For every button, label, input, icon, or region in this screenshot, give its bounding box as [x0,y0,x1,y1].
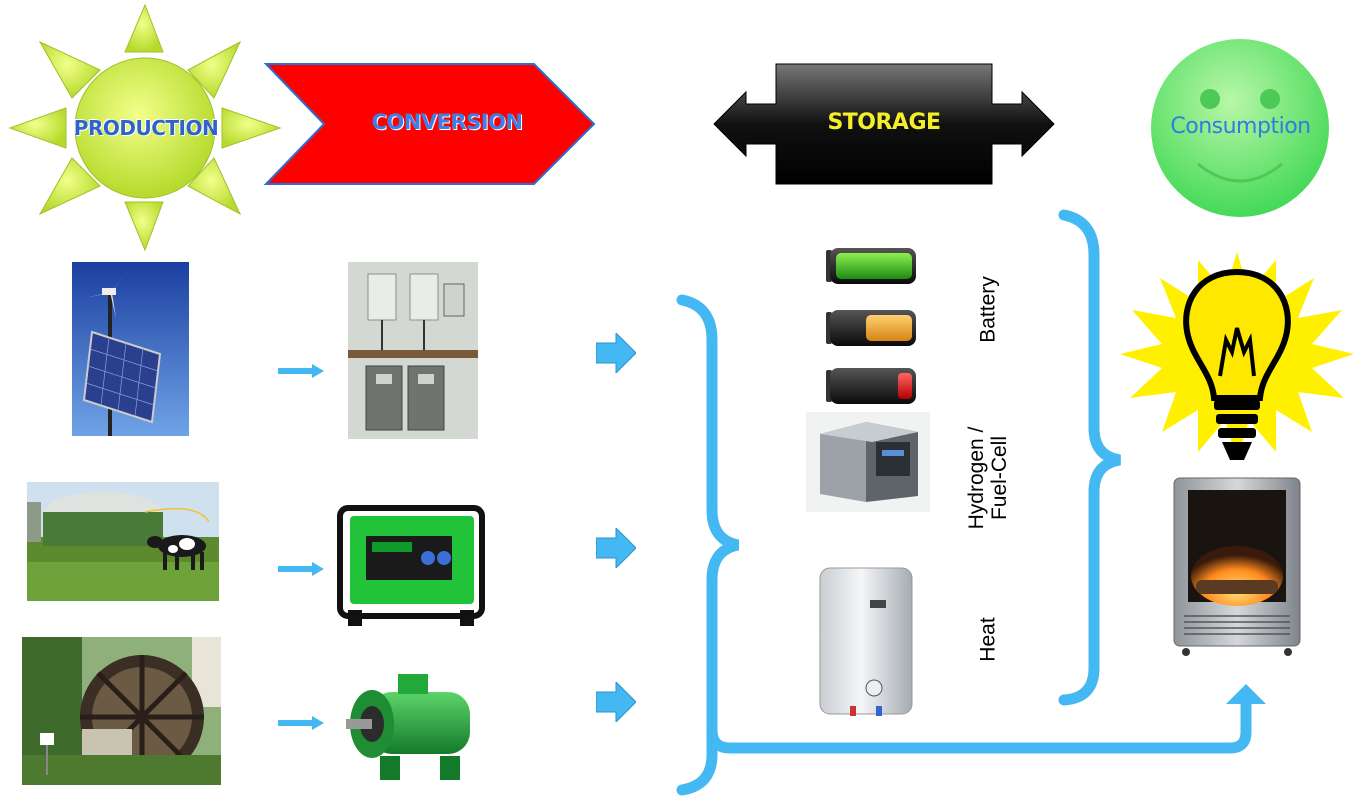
consumption-label: Consumption [1170,114,1311,139]
hydrogen-label-line1: Hydrogen / [965,426,988,530]
generator-icon [330,498,492,630]
hydrogen-label: Hydrogen / Fuel-Cell [965,413,1013,543]
conversion-arrow: CONVERSION [262,62,598,186]
storage-label: STORAGE [827,110,941,135]
water-heater-icon [816,566,916,718]
fuel-cell-unit-icon [806,412,930,512]
block-arrow-row3 [595,680,637,724]
inverter-cabinets-icon [348,262,478,439]
light-bulb-icon [1116,248,1358,472]
hydrogen-label-line2: Fuel-Cell [988,435,1011,521]
flow-arrow-row2 [278,562,324,576]
electric-motor-icon [342,666,480,788]
block-arrow-row2 [595,526,637,570]
storage-arrow: STORAGE [712,62,1056,186]
biogas-plant-cow-icon [27,482,219,601]
consumption-face: Consumption [1148,36,1333,221]
water-wheel-icon [22,637,221,785]
block-arrow-row1 [595,331,637,375]
electric-fireplace-icon [1172,476,1302,658]
conversion-label: CONVERSION [371,110,523,134]
heat-label: Heat [976,617,1000,662]
production-label: PRODUCTION [73,116,219,140]
flow-arrow-row3 [278,716,324,730]
production-sun: PRODUCTION [0,0,290,260]
battery-levels-icon [826,248,922,410]
wind-solar-mast-icon [72,262,189,436]
battery-label: Battery [976,276,1000,343]
flow-arrow-row1 [278,364,324,378]
